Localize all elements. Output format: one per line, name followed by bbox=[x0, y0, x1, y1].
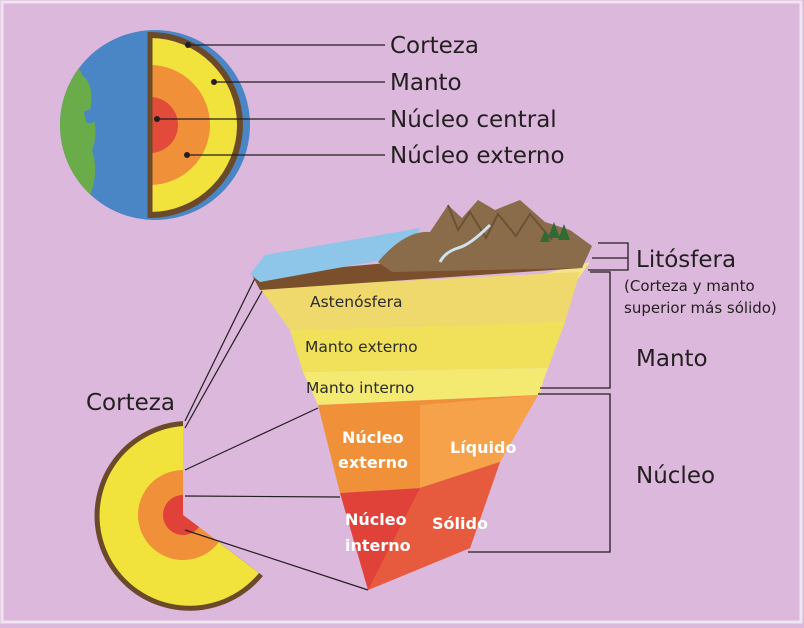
label-corteza-globe: Corteza bbox=[390, 33, 479, 59]
label-manto-externo: Manto externo bbox=[305, 338, 418, 356]
label-litosfera-note-2: superior más sólido) bbox=[624, 299, 777, 317]
label-manto-section: Manto bbox=[636, 346, 708, 372]
label-manto-interno: Manto interno bbox=[306, 379, 414, 397]
label-nucleo-externo-1: Núcleo bbox=[342, 428, 404, 447]
label-litosfera: Litósfera bbox=[636, 247, 736, 273]
label-litosfera-note-1: (Corteza y manto bbox=[624, 277, 755, 295]
label-nucleo-central: Núcleo central bbox=[390, 107, 557, 133]
label-nucleo-interno-1: Núcleo bbox=[345, 510, 407, 529]
label-manto-globe: Manto bbox=[390, 70, 462, 96]
label-liquido: Líquido bbox=[450, 438, 516, 457]
label-corteza-section: Corteza bbox=[86, 390, 175, 416]
label-nucleo-externo-globe: Núcleo externo bbox=[390, 143, 565, 169]
label-nucleo-externo-2: externo bbox=[338, 453, 408, 472]
label-nucleo-interno-2: interno bbox=[345, 536, 411, 555]
label-nucleo-section: Núcleo bbox=[636, 463, 715, 489]
label-solido: Sólido bbox=[432, 514, 488, 533]
label-astenosfera: Astenósfera bbox=[310, 293, 403, 311]
